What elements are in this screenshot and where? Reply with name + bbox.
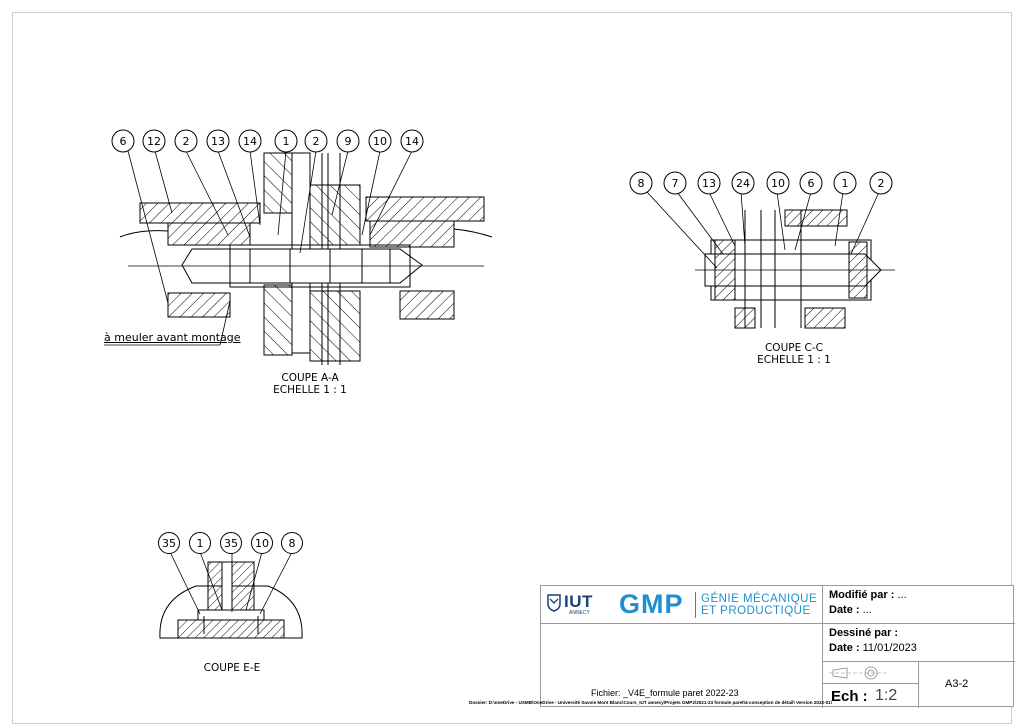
callout-bubble: 6 [111, 129, 135, 153]
modified-label: Modifié par : [829, 589, 895, 601]
scale-label: Ech : [831, 688, 868, 705]
callout-bubble: 1 [833, 171, 857, 195]
date-label: Date : [829, 604, 860, 616]
gmp-logo: GMP [619, 589, 684, 619]
gmp-line1: GÉNIE MÉCANIQUE [701, 593, 818, 605]
svg-text:8: 8 [289, 537, 296, 550]
callout-bubble: 14 [238, 129, 262, 153]
iut-logo: IUT [564, 592, 593, 611]
drawn-label: Dessiné par : [829, 627, 899, 639]
view-title: COUPE E-E [203, 662, 261, 674]
drawn-cell: Dessiné par : Date : 11/01/2023 [823, 624, 1015, 662]
view-title: COUPE A-A [281, 372, 339, 384]
callout-bubble: 7 [663, 171, 687, 195]
callout-bubble: 2 [174, 129, 198, 153]
grinding-note: à meuler avant montage [104, 331, 241, 344]
callout-bubble: 13 [697, 171, 721, 195]
svg-text:2: 2 [183, 135, 190, 148]
callout-bubble: 2 [304, 129, 328, 153]
logo-cell: IUT ANNECY GMP GÉNIE MÉCANIQUE ET PRODUC… [541, 586, 823, 624]
modified-value: ... [897, 589, 907, 601]
view-title-cc: COUPE C-C ECHELLE 1 : 1 [734, 342, 854, 366]
svg-text:13: 13 [211, 135, 225, 148]
callout-bubble: 8 [629, 171, 653, 195]
svg-text:10: 10 [373, 135, 387, 148]
callout-bubble: 24 [731, 171, 755, 195]
date-value: ... [862, 604, 872, 616]
iut-subtitle: ANNECY [569, 610, 590, 616]
section-view-ee: 35 1 35 10 8 [158, 532, 303, 639]
callout-bubble: 1 [274, 129, 298, 153]
svg-text:7: 7 [672, 177, 679, 190]
svg-text:6: 6 [808, 177, 815, 190]
gmp-tagline: GÉNIE MÉCANIQUE ET PRODUCTIQUE [701, 593, 817, 617]
svg-text:35: 35 [224, 537, 238, 550]
modified-cell: Modifié par : ... Date : ... [823, 586, 1015, 624]
view-title: COUPE C-C [764, 342, 824, 354]
callout-bubble: 6 [799, 171, 823, 195]
svg-text:8: 8 [638, 177, 645, 190]
callout-bubble: 35 [220, 532, 242, 554]
svg-text:14: 14 [405, 135, 419, 148]
svg-text:1: 1 [197, 537, 204, 550]
view-title-ee: COUPE E-E [172, 662, 292, 674]
callout-bubble: 10 [368, 129, 392, 153]
svg-text:10: 10 [255, 537, 269, 550]
callout-bubble: 10 [251, 532, 273, 554]
callout-bubble: 10 [766, 171, 790, 195]
svg-text:12: 12 [147, 135, 161, 148]
sheet-format: A3-2 [945, 678, 969, 690]
view-title-aa: COUPE A-A ECHELLE 1 : 1 [250, 372, 370, 396]
drawing-sheet [12, 12, 1012, 724]
section-view-cc: 8 7 13 24 10 6 1 2 [629, 171, 895, 329]
projection-symbol-icon [829, 666, 889, 680]
callout-bubble: 13 [206, 129, 230, 153]
svg-text:24: 24 [736, 177, 750, 190]
scale-cell: Ech : 1:2 [823, 684, 919, 708]
svg-text:1: 1 [283, 135, 290, 148]
svg-text:6: 6 [120, 135, 127, 148]
date-label: Date : [829, 642, 860, 654]
callout-bubble: 14 [400, 129, 424, 153]
svg-text:13: 13 [702, 177, 716, 190]
callout-bubble: 8 [281, 532, 303, 554]
svg-text:1: 1 [842, 177, 849, 190]
gmp-line2: ET PRODUCTIQUE [701, 605, 811, 617]
title-block: IUT ANNECY GMP GÉNIE MÉCANIQUE ET PRODUC… [469, 585, 1015, 708]
projection-cell [823, 662, 919, 684]
callout-bubble: 35 [158, 532, 180, 554]
callout-bubbles-ee: 35 1 35 10 8 [158, 532, 303, 554]
format-cell: A3-2 [919, 662, 1015, 708]
svg-text:2: 2 [313, 135, 320, 148]
callout-bubble: 2 [869, 171, 893, 195]
callout-bubbles-cc: 8 7 13 24 10 6 1 2 [629, 171, 893, 195]
callout-bubble: 9 [336, 129, 360, 153]
callout-bubble: 1 [189, 532, 211, 554]
date-value: 11/01/2023 [862, 642, 917, 654]
svg-text:9: 9 [345, 135, 352, 148]
callout-bubble: 12 [142, 129, 166, 153]
file-cell: Fichier: _V4E_formule paret 2022-23 Doss… [469, 624, 832, 708]
scale-value: 1:2 [875, 687, 898, 704]
logo-divider [695, 592, 696, 618]
file-name: Fichier: _V4E_formule paret 2022-23 [591, 688, 739, 698]
svg-text:2: 2 [878, 177, 885, 190]
callout-bubbles-aa: 6 12 2 13 14 1 2 9 10 14 [111, 129, 424, 153]
svg-text:35: 35 [162, 537, 176, 550]
file-path: Dossier: D:\oneDrive - USMB\OneDrive - U… [469, 700, 833, 705]
view-scale: ECHELLE 1 : 1 [273, 384, 347, 396]
svg-text:14: 14 [243, 135, 257, 148]
iut-shield-icon [547, 594, 561, 612]
section-view-aa: 6 12 2 13 14 1 2 9 10 14 [104, 129, 493, 365]
view-scale: ECHELLE 1 : 1 [757, 354, 831, 366]
svg-text:10: 10 [771, 177, 785, 190]
